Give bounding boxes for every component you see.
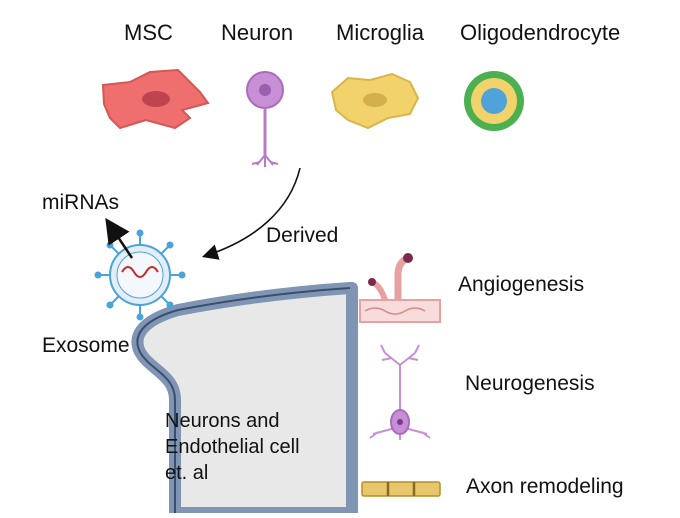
- axon-remodeling-label: Axon remodeling: [466, 475, 624, 498]
- mirna-arrow: [105, 217, 134, 259]
- axon-remodeling-icon: [361, 481, 441, 497]
- angiogenesis-icon: [359, 253, 441, 323]
- target-cell-label-line2: Endothelial cell: [165, 436, 300, 458]
- angiogenesis-label: Angiogenesis: [458, 273, 585, 296]
- oligodendrocyte-label: Oligodendrocyte: [460, 20, 621, 45]
- derived-arrow: [201, 167, 301, 260]
- neurogenesis-icon: [369, 344, 431, 440]
- neuron-cell-icon: [246, 71, 284, 167]
- microglia-label: Microglia: [336, 20, 425, 45]
- mirnas-label: miRNAs: [42, 191, 119, 214]
- neuron-label: Neuron: [221, 20, 294, 45]
- target-cell-label-line1: Neurons and: [165, 410, 280, 432]
- oligodendrocyte-cell-icon: [464, 71, 524, 131]
- target-cell-label: Neurons and Endothelial cell et. al: [165, 408, 300, 486]
- target-cell: [131, 282, 358, 518]
- neurogenesis-label: Neurogenesis: [465, 372, 595, 395]
- microglia-cell-icon: [330, 72, 420, 130]
- msc-cell-icon: [101, 68, 210, 130]
- target-cell-label-line3: et. al: [165, 462, 209, 484]
- exosome-icon: [94, 229, 186, 321]
- msc-label: MSC: [124, 20, 173, 45]
- derived-label: Derived: [266, 224, 339, 247]
- exosome-label: Exosome: [42, 334, 130, 357]
